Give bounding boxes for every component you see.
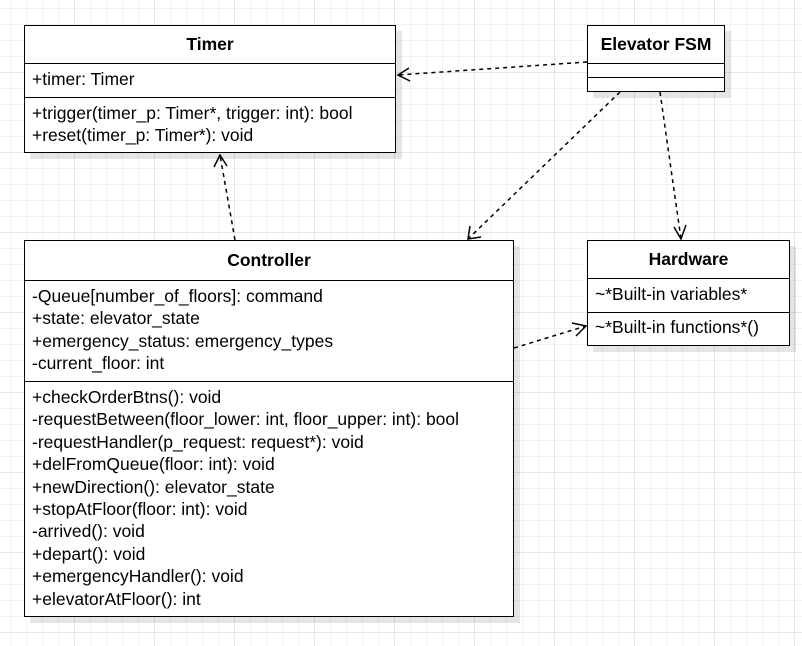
class-elevator-fsm-attributes xyxy=(588,64,724,78)
method-row: ~*Built-in functions*() xyxy=(595,317,759,337)
class-elevator-fsm[interactable]: Elevator FSM xyxy=(587,25,725,92)
method-row: +reset(timer_p: Timer*): void xyxy=(32,125,254,146)
method-row: +elevatorAtFloor(): int xyxy=(32,588,201,609)
method-row: +stopAtFloor(floor: int): void xyxy=(32,499,248,520)
method-row: +delFromQueue(floor: int): void xyxy=(32,454,275,475)
attribute-row: +state: elevator_state xyxy=(32,308,200,329)
attribute-row: +timer: Timer xyxy=(32,69,135,89)
attribute-row: -current_floor: int xyxy=(32,353,165,374)
class-controller-title: Controller xyxy=(25,241,513,281)
class-hardware[interactable]: Hardware ~*Built-in variables* ~*Built-i… xyxy=(587,240,790,346)
class-timer-attributes: +timer: Timer xyxy=(25,64,395,98)
class-controller-attributes: -Queue[number_of_floors]: command +state… xyxy=(25,281,513,382)
class-timer[interactable]: Timer +timer: Timer +trigger(timer_p: Ti… xyxy=(24,25,396,153)
class-controller-methods: +checkOrderBtns(): void -requestBetween(… xyxy=(25,382,513,610)
class-hardware-title: Hardware xyxy=(588,241,789,279)
class-timer-title: Timer xyxy=(25,26,395,64)
method-row: +depart(): void xyxy=(32,543,146,564)
method-row: +newDirection(): elevator_state xyxy=(32,476,275,497)
arrowhead-open xyxy=(467,225,482,240)
dependency-fsm-to-hardware xyxy=(659,91,682,240)
arrowhead-open xyxy=(571,322,588,337)
method-row: +trigger(timer_p: Timer*, trigger: int):… xyxy=(32,103,353,123)
dependency-controller-to-hardware xyxy=(513,325,587,349)
attribute-row: +emergency_status: emergency_types xyxy=(32,330,334,351)
attribute-row: ~*Built-in variables* xyxy=(595,284,748,304)
arrowhead-open xyxy=(396,67,411,82)
class-controller[interactable]: Controller -Queue[number_of_floors]: com… xyxy=(24,240,514,617)
method-row: -arrived(): void xyxy=(32,521,145,542)
arrowhead-open xyxy=(673,224,687,241)
class-timer-methods: +trigger(timer_p: Timer*, trigger: int):… xyxy=(25,98,395,147)
method-row: +checkOrderBtns(): void xyxy=(32,387,222,407)
dependency-fsm-to-timer xyxy=(397,61,588,76)
dependency-fsm-to-controller xyxy=(467,91,621,240)
class-hardware-methods: ~*Built-in functions*() xyxy=(588,313,789,338)
method-row: -requestBetween(floor_lower: int, floor_… xyxy=(32,409,460,430)
class-elevator-fsm-title: Elevator FSM xyxy=(588,26,724,64)
attribute-row: -Queue[number_of_floors]: command xyxy=(32,286,323,306)
class-hardware-attributes: ~*Built-in variables* xyxy=(588,279,789,313)
dependency-controller-to-timer xyxy=(219,154,236,241)
method-row: +emergencyHandler(): void xyxy=(32,566,244,587)
method-row: -requestHandler(p_request: request*): vo… xyxy=(32,431,364,452)
arrowhead-open xyxy=(213,153,228,168)
